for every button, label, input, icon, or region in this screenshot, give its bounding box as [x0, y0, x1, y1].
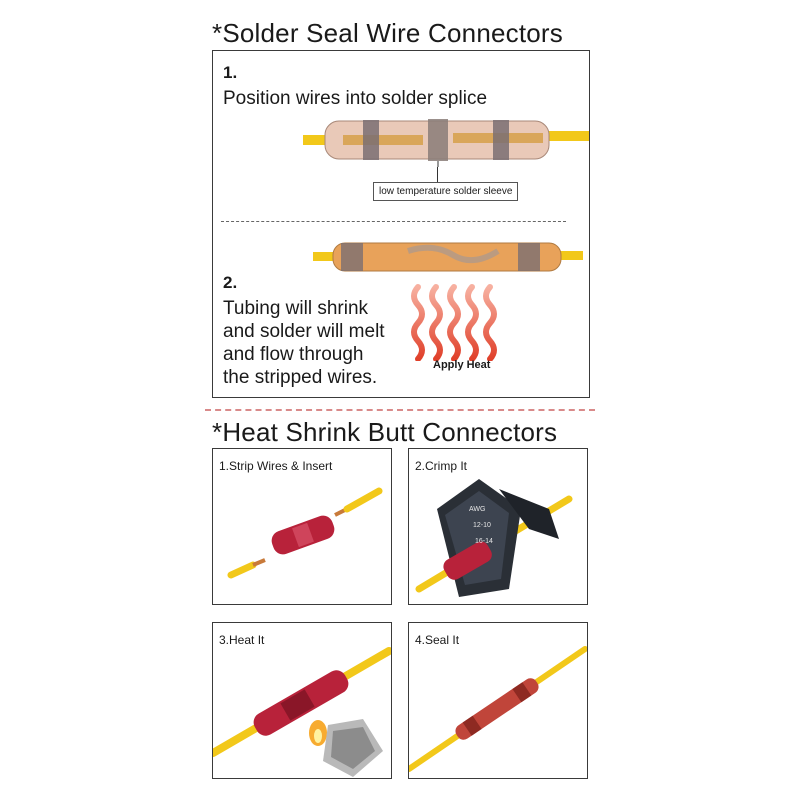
right-wire-2 — [553, 251, 583, 260]
step2-line-4: the stripped wires. — [223, 367, 378, 388]
inner-wire-left — [343, 135, 423, 145]
shrunk-ring-right — [518, 243, 540, 271]
panel-4-label: 4.Seal It — [415, 633, 460, 647]
step1-text: Position wires into solder splice — [223, 88, 488, 109]
svg-text:AWG: AWG — [469, 506, 485, 513]
step2-line-3: and flow through — [223, 344, 364, 365]
panel-1-label: 1.Strip Wires & Insert — [219, 459, 333, 473]
right-wire — [541, 131, 589, 141]
seal-illustration — [409, 646, 587, 772]
shrunk-sleeve — [332, 242, 562, 272]
panel-seal: 4.Seal It — [408, 622, 588, 779]
heat-illustration — [213, 647, 391, 777]
left-wire — [303, 135, 343, 145]
heat-waves-icon — [411, 284, 497, 361]
step2-line-1: Tubing will shrink — [223, 298, 369, 319]
svg-text:12-10: 12-10 — [473, 522, 491, 529]
step2-line-2: and solder will melt — [223, 321, 385, 342]
step2-number: 2. — [223, 273, 238, 292]
seal-ring-left — [363, 120, 379, 160]
apply-heat-label: Apply Heat — [433, 359, 491, 371]
shrunk-ring-left — [341, 243, 363, 271]
butt-section-title: *Heat Shrink Butt Connectors — [212, 417, 558, 447]
shrunk-sleeve-illustration — [313, 242, 583, 272]
crimp-illustration: AWG 12-10 16-14 — [415, 479, 573, 597]
solder-section-title: *Solder Seal Wire Connectors — [212, 18, 563, 48]
svg-text:16-14: 16-14 — [475, 538, 493, 545]
melted-solder — [407, 244, 500, 264]
step1-number: 1. — [223, 63, 238, 82]
callout-leader-line — [437, 167, 438, 182]
solder-ring — [428, 119, 448, 161]
solder-steps-box: 1. Position wires into solder splice low… — [212, 50, 590, 398]
step-divider — [221, 221, 566, 222]
solder-sleeve-illustration — [303, 119, 589, 167]
panel-3-label: 3.Heat It — [219, 633, 265, 647]
strip-insert-illustration — [227, 487, 383, 579]
left-wire-2 — [313, 252, 343, 261]
panel-strip-insert: 1.Strip Wires & Insert — [212, 448, 392, 605]
panel-heat: 3.Heat It — [212, 622, 392, 779]
solder-sleeve-callout: low temperature solder sleeve — [373, 182, 519, 201]
panel-2-label: 2.Crimp It — [415, 459, 468, 473]
panel-crimp: 2.Crimp It AWG 12-10 16-14 — [408, 448, 588, 605]
section-divider — [205, 409, 595, 411]
seal-ring-right — [493, 120, 509, 160]
